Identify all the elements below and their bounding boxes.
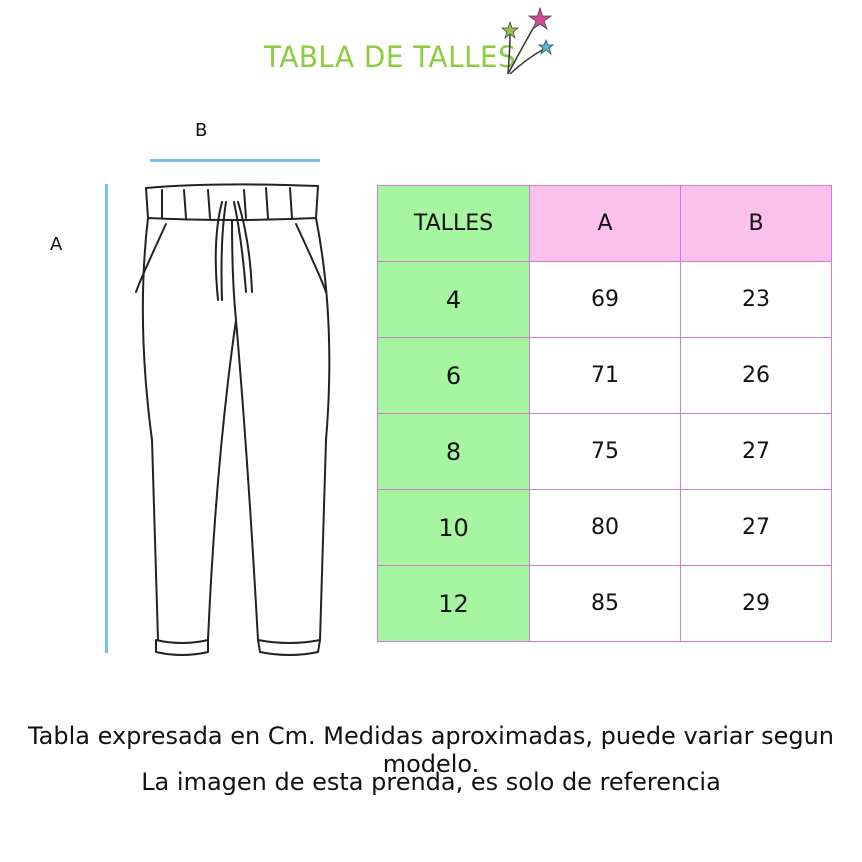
footer-note-measurements: Tabla expresada en Cm. Medidas aproximad… — [27, 722, 835, 778]
table-row: 4 69 23 — [377, 261, 832, 338]
table-row: 6 71 26 — [377, 337, 832, 414]
a-cell: 80 — [529, 489, 681, 566]
size-cell: 12 — [377, 565, 530, 642]
size-table: TALLES A B 4 69 23 6 71 26 8 75 27 10 80… — [377, 185, 832, 642]
page-title: TABLA DE TALLES — [264, 40, 517, 74]
table-row: 12 85 29 — [377, 565, 832, 642]
a-cell: 71 — [529, 337, 681, 414]
b-cell: 27 — [680, 413, 832, 490]
b-cell: 29 — [680, 565, 832, 642]
table-header-row: TALLES A B — [377, 185, 832, 262]
stars-icon — [500, 6, 555, 75]
pants-illustration — [135, 183, 331, 656]
b-cell: 26 — [680, 337, 832, 414]
a-cell: 75 — [529, 413, 681, 490]
size-cell: 10 — [377, 489, 530, 566]
header-cell-a: A — [529, 185, 681, 262]
a-cell: 69 — [529, 261, 681, 338]
measure-b-line — [150, 159, 320, 162]
star-blue-icon — [537, 38, 555, 56]
measure-b-label: B — [195, 120, 208, 141]
b-cell: 27 — [680, 489, 832, 566]
table-row: 8 75 27 — [377, 413, 832, 490]
measure-a-line — [105, 184, 108, 653]
footer-note-reference: La imagen de esta prenda, es solo de ref… — [141, 768, 721, 796]
star-pink-icon — [527, 6, 553, 31]
table-row: 10 80 27 — [377, 489, 832, 566]
star-green-icon — [500, 20, 520, 40]
header-cell-talles: TALLES — [377, 185, 530, 262]
b-cell: 23 — [680, 261, 832, 338]
header-cell-b: B — [680, 185, 832, 262]
size-cell: 4 — [377, 261, 530, 338]
size-cell: 8 — [377, 413, 530, 490]
measure-a-label: A — [50, 234, 63, 255]
size-cell: 6 — [377, 337, 530, 414]
a-cell: 85 — [529, 565, 681, 642]
